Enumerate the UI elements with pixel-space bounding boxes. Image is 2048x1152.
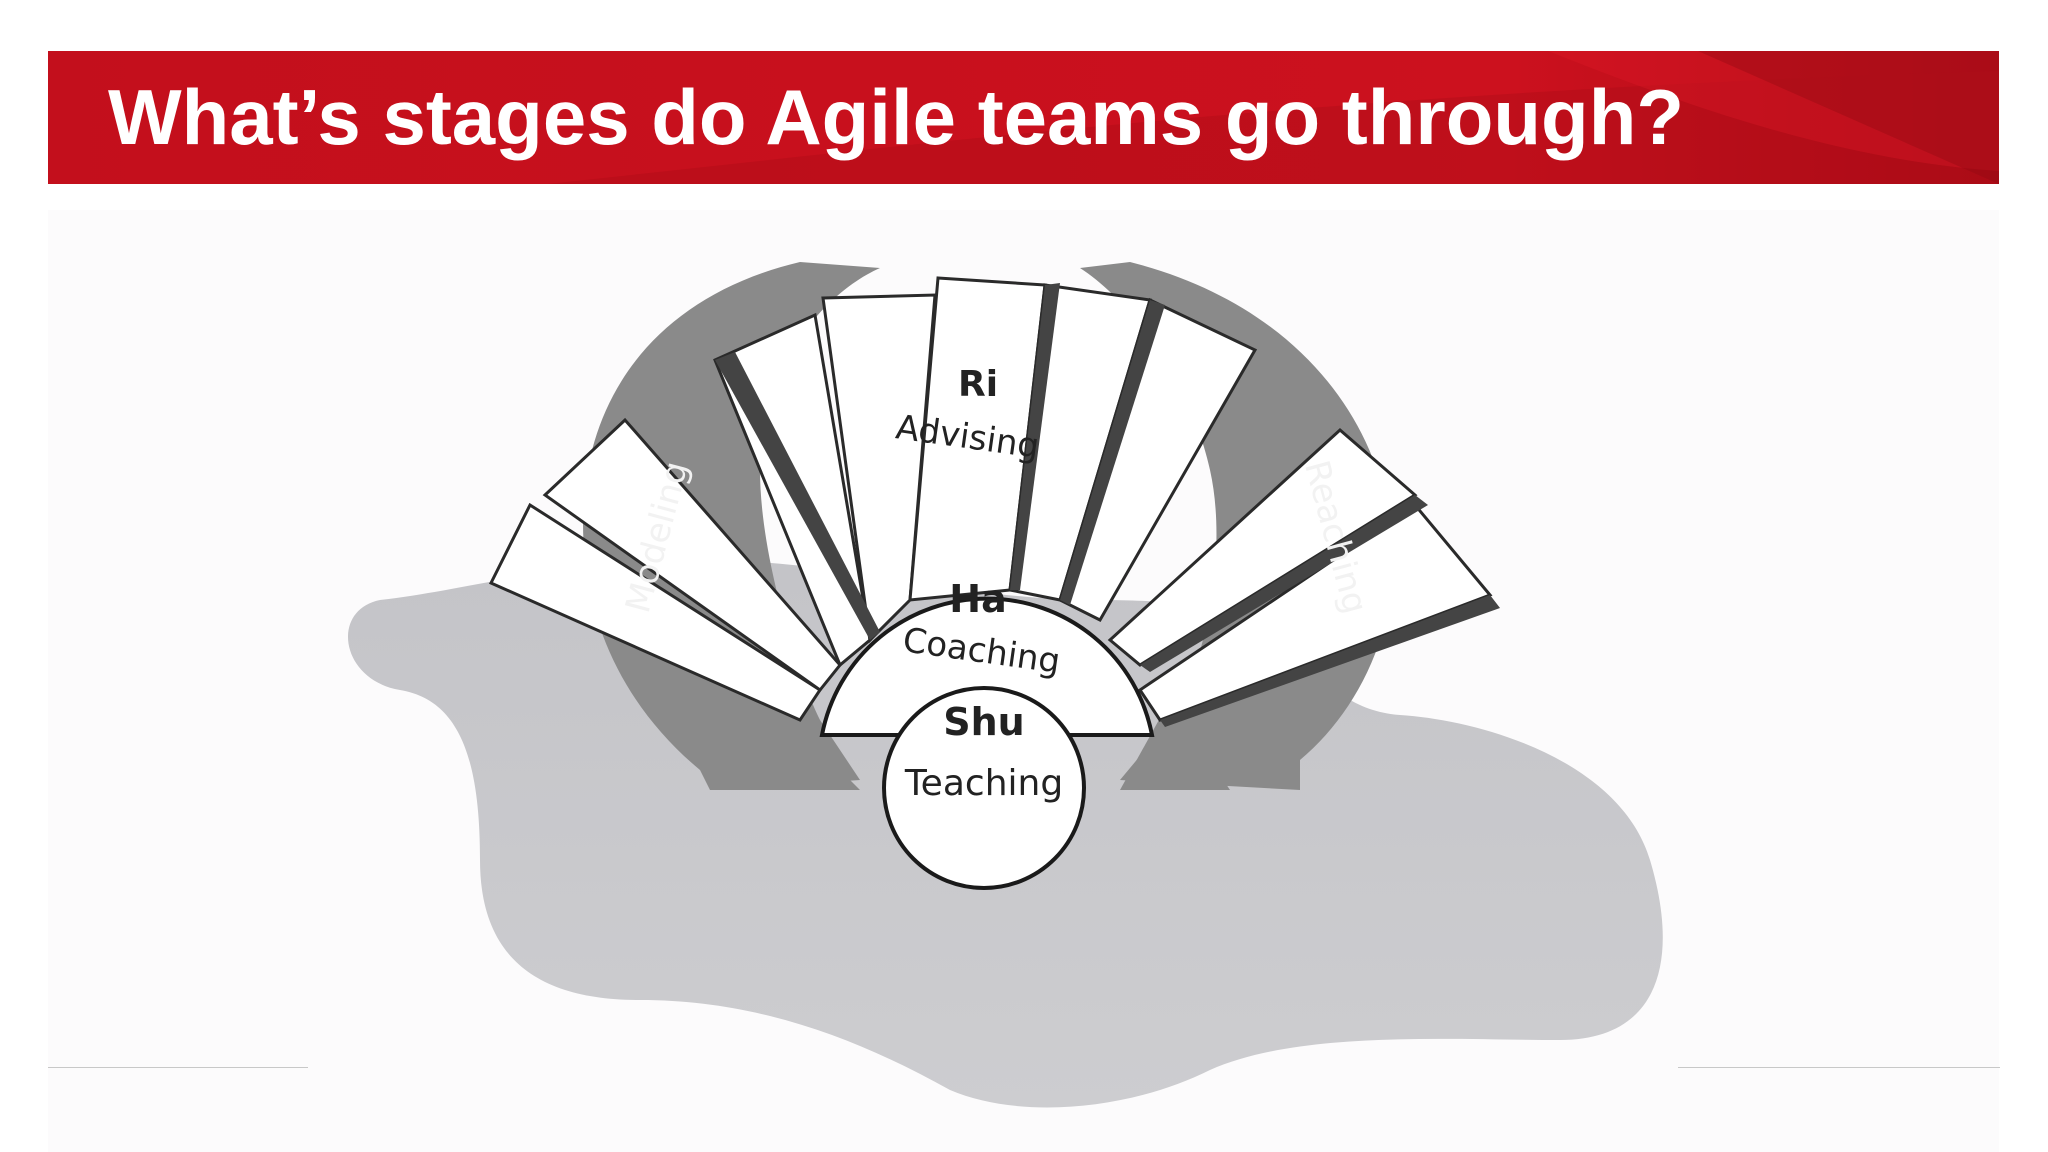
blade-edge <box>1140 495 1428 672</box>
blade-edge <box>1010 283 1060 590</box>
shu-role-label: Teaching <box>904 763 1063 804</box>
shu-stage-label: Shu <box>943 700 1024 744</box>
blade-edge <box>1060 300 1165 605</box>
ha-ring <box>819 596 1155 737</box>
title-banner: What’s stages do Agile teams go through? <box>48 51 1999 184</box>
left-arrow-head <box>710 700 860 790</box>
slide-title: What’s stages do Agile teams go through? <box>108 73 1684 161</box>
banner-background <box>48 51 1999 184</box>
footer-divider-left <box>48 1067 308 1068</box>
shu-ha-ri-diagram: Ri Advising Ha Coaching Shu Teaching Mod… <box>48 210 1999 1152</box>
blade-edge <box>1160 595 1500 727</box>
ri-stage-label: Ri <box>958 364 998 405</box>
footer-divider-right <box>1678 1067 2000 1068</box>
ha-stage-label: Ha <box>949 577 1006 621</box>
blade-shadows <box>715 283 1500 727</box>
right-arrow-head <box>1120 700 1230 790</box>
blade-edge <box>715 352 880 640</box>
shu-circle <box>882 686 1086 890</box>
